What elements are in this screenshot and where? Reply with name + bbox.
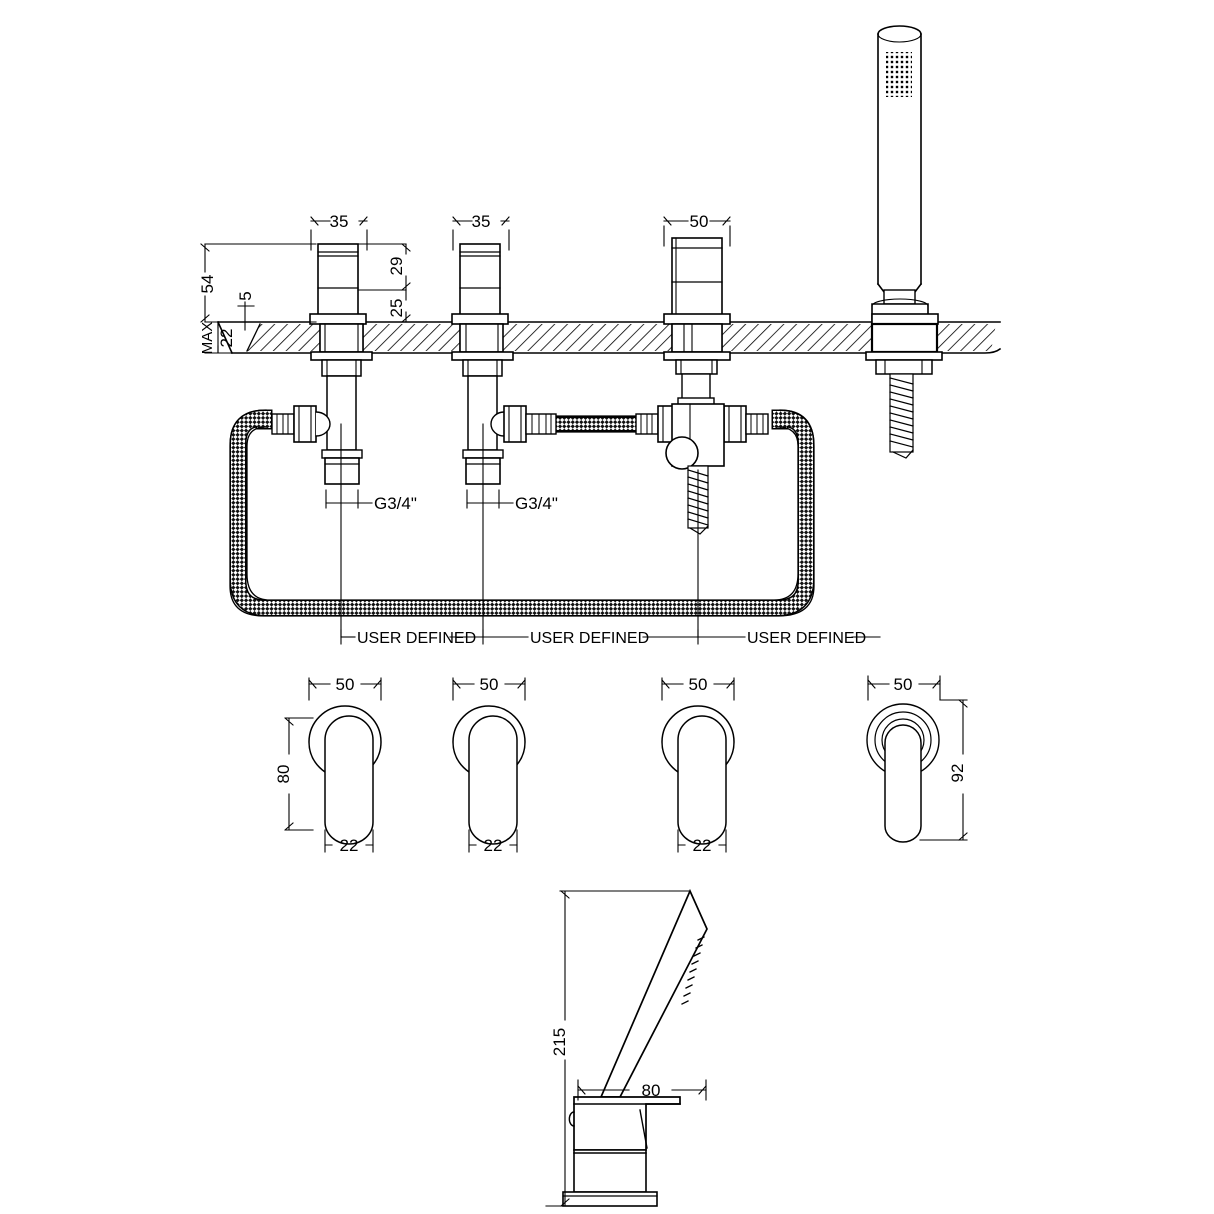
plan-handle-2-width: 50 [480, 675, 499, 694]
elevation-dimensions [200, 216, 731, 354]
hose-branch-middle [548, 415, 644, 433]
thread-label-middle: G3/4" [515, 494, 558, 513]
plan-handle-2: 50 22 [452, 675, 526, 855]
dim-29: 29 [387, 257, 406, 276]
dim-35-left: 35 [330, 212, 349, 231]
user-defined-label-1: USER DEFINED [357, 630, 476, 647]
handset-deck-mount [865, 313, 943, 459]
thread-label-left: G3/4" [374, 494, 417, 513]
plan-handset-width: 50 [894, 675, 913, 694]
plan-handset-outlet: 50 92 [866, 675, 968, 843]
fitting-left [271, 405, 331, 443]
dim-35-mid: 35 [472, 212, 491, 231]
valve-left-elevation [309, 243, 373, 485]
plan-handle-1-width: 50 [336, 675, 355, 694]
plan-handle-1: 50 80 22 [274, 675, 382, 855]
plan-handset-height: 92 [948, 764, 967, 783]
plan-handle-2-base: 22 [484, 836, 503, 855]
plan-handle-3-base: 22 [693, 836, 712, 855]
handset-width-dim: 80 [642, 1081, 661, 1100]
plan-handle-3: 50 22 [661, 675, 735, 855]
plan-handle-1-base: 22 [340, 836, 359, 855]
user-defined-label-3: USER DEFINED [747, 630, 866, 647]
dim-22: 22 [217, 329, 236, 348]
user-defined-label-2: USER DEFINED [530, 630, 649, 647]
diverter-elevation [663, 237, 731, 407]
diverter-valve-body [665, 403, 725, 535]
dim-25: 25 [387, 299, 406, 318]
user-defined-leaders [340, 423, 881, 645]
dim-max: MAX [199, 322, 216, 355]
plan-handle-1-height: 80 [274, 765, 293, 784]
fitting-diverter-right [723, 405, 769, 443]
dim-54: 54 [198, 275, 217, 294]
handset-elevation [871, 25, 929, 321]
plan-handle-3-width: 50 [689, 675, 708, 694]
handset-side-view: 215 80 [545, 888, 708, 1207]
braided-hose-loop [229, 409, 815, 617]
dim-50-diverter: 50 [690, 212, 709, 231]
dim-5: 5 [236, 291, 255, 300]
handset-height-dim: 215 [550, 1028, 569, 1056]
thread-callout-lines [325, 489, 514, 509]
fitting-middle-left [490, 405, 557, 443]
